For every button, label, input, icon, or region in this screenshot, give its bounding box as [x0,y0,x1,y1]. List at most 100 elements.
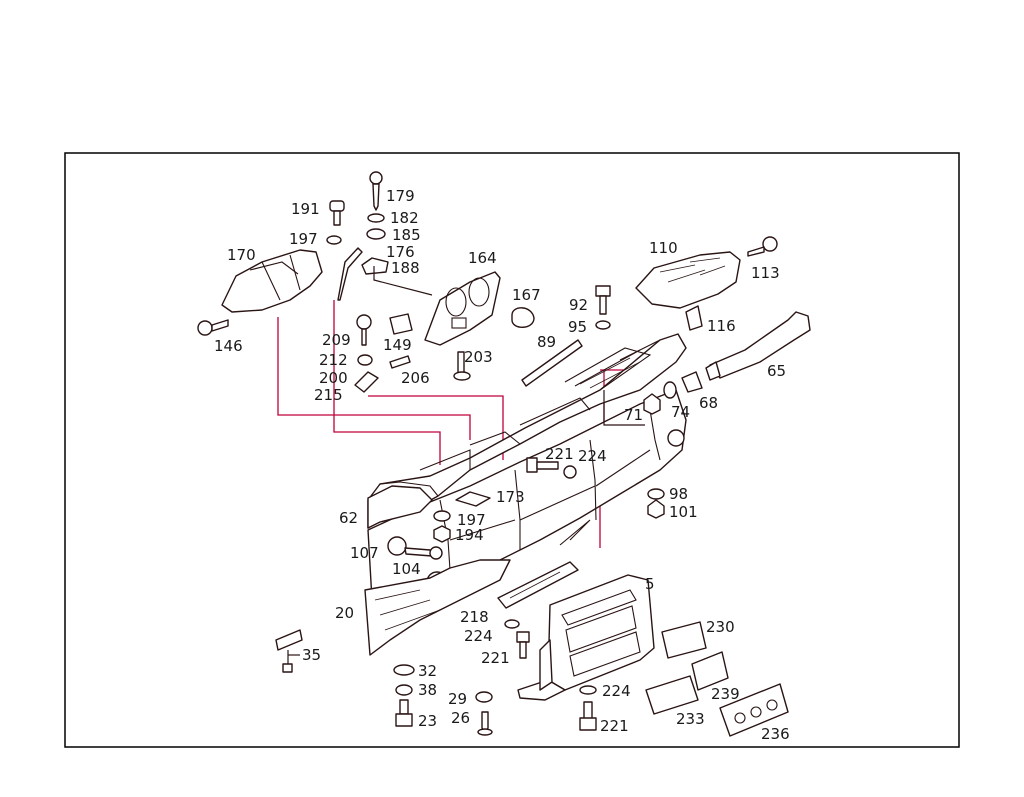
washer-224-mid [504,619,520,629]
part-number-label: 29 [448,690,467,708]
part-number-label: 236 [761,725,790,743]
part-number-label: 224 [578,447,607,465]
lock-washer-197 [326,235,342,245]
part-number-label: 89 [537,333,556,351]
bracket-218 [497,561,579,609]
bolt-23 [395,699,413,727]
part-number-label: 68 [699,394,718,412]
part-number-label: 218 [460,608,489,626]
part-number-label: 224 [464,627,493,645]
washer-224-bottom [579,685,597,695]
part-number-label: 221 [481,649,510,667]
part-number-label: 62 [339,509,358,527]
washer-32 [393,664,415,676]
part-number-label: 110 [649,239,678,257]
part-number-label: 221 [545,445,574,463]
clip-116 [685,305,703,331]
washer-29 [475,691,493,703]
part-number-label: 95 [568,318,587,336]
washer-185 [366,228,386,240]
bolt-221-mid [516,631,530,659]
part-number-label: 26 [451,709,470,727]
part-number-label: 206 [401,369,430,387]
pin-206 [389,355,411,369]
part-number-label: 179 [386,187,415,205]
instrument-cluster-164 [424,271,501,346]
grab-handle-65 [709,311,811,379]
part-number-label: 230 [706,618,735,636]
screw-203 [453,351,471,381]
part-number-label: 98 [669,485,688,503]
screw-104 [404,547,433,557]
part-number-label: 113 [751,264,780,282]
knob-107 [387,536,407,556]
label-leaders [287,266,645,664]
part-number-label: 203 [464,348,493,366]
knee-panel-20 [364,559,511,656]
part-number-label: 167 [512,286,541,304]
washer-98 [647,488,665,500]
part-number-label: 239 [711,685,740,703]
part-number-label: 23 [418,712,437,730]
screw-113 [747,236,778,257]
cover-110 [635,251,741,309]
bolt-92 [595,285,611,315]
part-number-label: 164 [468,249,497,267]
screw-26 [477,711,493,736]
part-number-label: 32 [418,662,437,680]
part-number-label: 197 [289,230,318,248]
part-number-label: 116 [707,317,736,335]
bolt-221-bottom [579,701,597,731]
clip-200 [354,371,379,393]
diagram-frame [64,152,960,748]
clip-188 [361,257,389,275]
part-number-label: 182 [390,209,419,227]
bolt-221-top [526,457,559,473]
clip-149 [389,313,413,335]
part-number-label: 146 [214,337,243,355]
part-number-label: 74 [671,403,690,421]
part-labels: 179 191 182 185 197 176 188 170 164 110 … [214,187,790,743]
washer-197-mid [433,510,451,522]
part-number-label: 212 [319,351,348,369]
plate-236 [719,683,789,737]
plate-239 [691,651,729,691]
nut-71 [643,393,661,415]
clip-35 [275,629,303,651]
nut-194 [433,525,451,543]
nut-173 [455,491,491,507]
washer-95 [595,320,611,330]
part-number-label: 104 [392,560,421,578]
plug-167 [511,307,535,328]
washer-182 [367,213,385,223]
lock-washer-38 [395,684,413,696]
part-number-label: 185 [392,226,421,244]
part-number-label: 215 [314,386,343,404]
part-number-label: 194 [455,526,484,544]
nut-101 [647,499,665,519]
part-number-label: 38 [418,681,437,699]
screw-146 [197,319,229,336]
screw-191 [329,200,345,226]
part-number-label: 233 [676,710,705,728]
part-number-label: 107 [350,544,379,562]
part-number-label: 200 [319,369,348,387]
part-number-label: 101 [669,503,698,521]
part-number-label: 20 [335,604,354,622]
washer-212 [357,354,373,366]
cover-170 [221,249,323,313]
part-number-label: 221 [600,717,629,735]
part-number-label: 209 [322,331,351,349]
end-cap-62 [367,485,433,529]
part-number-label: 5 [645,575,655,593]
center-console-5 [517,574,655,701]
part-number-label: 92 [569,296,588,314]
cap-68 [681,371,703,393]
plate-230 [661,621,707,659]
part-number-label: 35 [302,646,321,664]
part-number-label: 197 [457,511,486,529]
part-number-label: 173 [496,488,525,506]
plate-233 [645,675,699,715]
part-number-label: 65 [767,362,786,380]
